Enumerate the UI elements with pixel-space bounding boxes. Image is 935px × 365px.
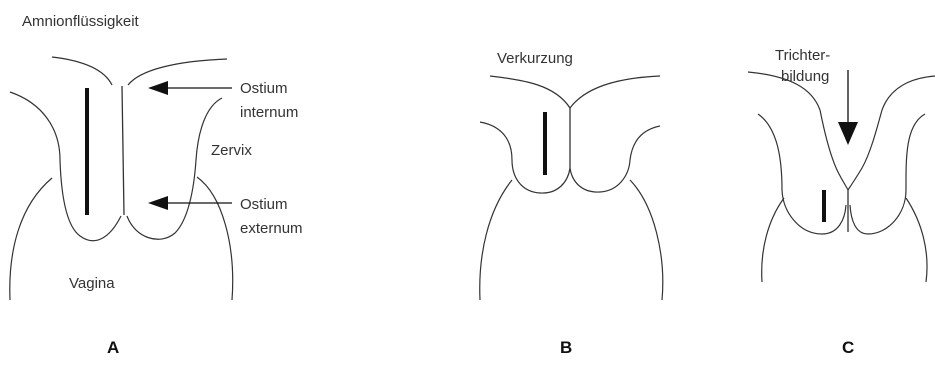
label-amnionfluessigkeit: Amnionflüssigkeit bbox=[22, 13, 140, 30]
panel-a-letter: A bbox=[107, 338, 119, 357]
panel-b: Verkurzung B bbox=[480, 50, 663, 357]
panel-a: Amnionflüssigkeit Ostium internum Zervix… bbox=[10, 13, 303, 357]
panel-c-right-lip bbox=[850, 114, 925, 234]
label-ostium-internum-line2: internum bbox=[240, 104, 298, 121]
panel-b-letter: B bbox=[560, 338, 572, 357]
panel-c-left-vaginal-wall bbox=[762, 198, 784, 282]
panel-a-right-lip bbox=[127, 98, 222, 239]
panel-b-top-left-membrane bbox=[490, 76, 570, 108]
panel-c-right-vaginal-wall bbox=[906, 198, 927, 282]
panel-c: Trichter- bildung C bbox=[748, 47, 935, 357]
label-ostium-internum-line1: Ostium bbox=[240, 80, 288, 97]
panel-a-left-vaginal-wall bbox=[10, 178, 52, 300]
panel-b-right-lip bbox=[570, 126, 660, 192]
panel-a-arrow-externum-head bbox=[148, 196, 168, 210]
panel-a-top-right-membrane bbox=[128, 59, 227, 85]
panel-b-top-right-membrane bbox=[570, 76, 660, 108]
panel-a-right-vaginal-wall bbox=[197, 177, 233, 300]
label-verkurzung: Verkurzung bbox=[497, 50, 573, 67]
panel-c-top-right-membrane bbox=[882, 76, 935, 110]
panel-a-arrow-internum-head bbox=[148, 81, 168, 95]
label-zervix: Zervix bbox=[211, 142, 252, 159]
panel-a-top-left-membrane bbox=[52, 57, 112, 85]
panel-c-letter: C bbox=[842, 338, 854, 357]
panel-c-arrow-head bbox=[838, 122, 858, 145]
panel-a-left-lip bbox=[10, 92, 121, 241]
label-ostium-externum-line1: Ostium bbox=[240, 196, 288, 213]
panel-b-left-lip bbox=[480, 122, 570, 193]
panel-c-left-lip bbox=[758, 114, 846, 234]
panel-b-left-vaginal-wall bbox=[480, 180, 512, 300]
label-vagina: Vagina bbox=[69, 275, 115, 292]
label-trichter-line1: Trichter- bbox=[775, 47, 830, 64]
label-ostium-externum-line2: externum bbox=[240, 220, 303, 237]
label-trichter-line2: bildung bbox=[781, 68, 829, 85]
panel-a-cervical-canal bbox=[122, 86, 124, 215]
panel-b-right-vaginal-wall bbox=[630, 180, 663, 300]
